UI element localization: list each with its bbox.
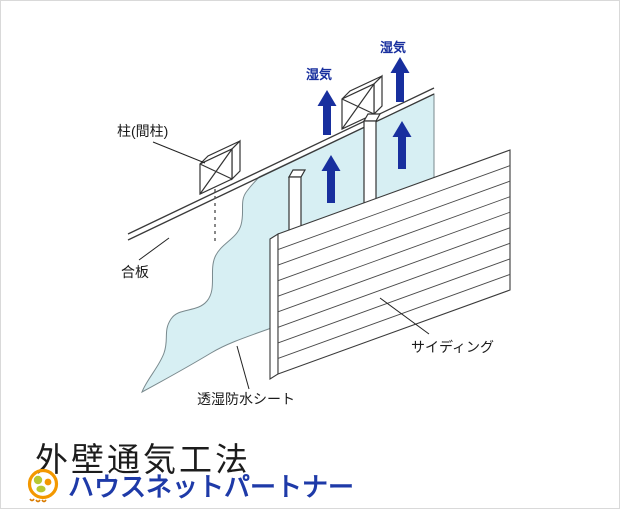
wall-top-edge-lines xyxy=(127,87,435,241)
brand-name: ハウスネットパートナー xyxy=(68,471,355,502)
label-moisture-right: 湿気 xyxy=(380,40,406,55)
siding-panel xyxy=(269,149,511,380)
leader-siding xyxy=(379,297,430,335)
leader-sheet xyxy=(236,345,250,390)
moisture-arrows xyxy=(317,57,412,203)
leader-plywood xyxy=(138,237,170,261)
page-title: 外壁通気工法 xyxy=(35,443,251,479)
label-pillar: 柱(間柱) xyxy=(117,123,168,139)
leader-lines xyxy=(138,141,430,390)
pillar-cube-left xyxy=(199,139,241,195)
moisture-arrow-icon xyxy=(392,121,412,169)
wall-ventilation-diagram: 柱(間柱) 合板 透湿防水シート サイディング 湿気 湿気 xyxy=(117,40,511,407)
moisture-arrow-icon xyxy=(321,155,341,203)
moisture-arrow-icon xyxy=(390,57,410,102)
label-plywood: 合板 xyxy=(121,264,149,280)
label-siding: サイディング xyxy=(411,339,494,355)
leader-pillar xyxy=(152,141,206,164)
siding-board-lines xyxy=(277,165,511,359)
siding-front-face xyxy=(277,149,511,375)
label-moisture-sheet: 透湿防水シート xyxy=(197,391,295,407)
brand-logo-icon xyxy=(27,468,59,503)
moisture-arrow-icon xyxy=(317,90,337,135)
label-moisture-left: 湿気 xyxy=(306,67,332,82)
siding-side-face xyxy=(269,233,279,380)
brand: ハウスネットパートナー xyxy=(23,465,354,505)
